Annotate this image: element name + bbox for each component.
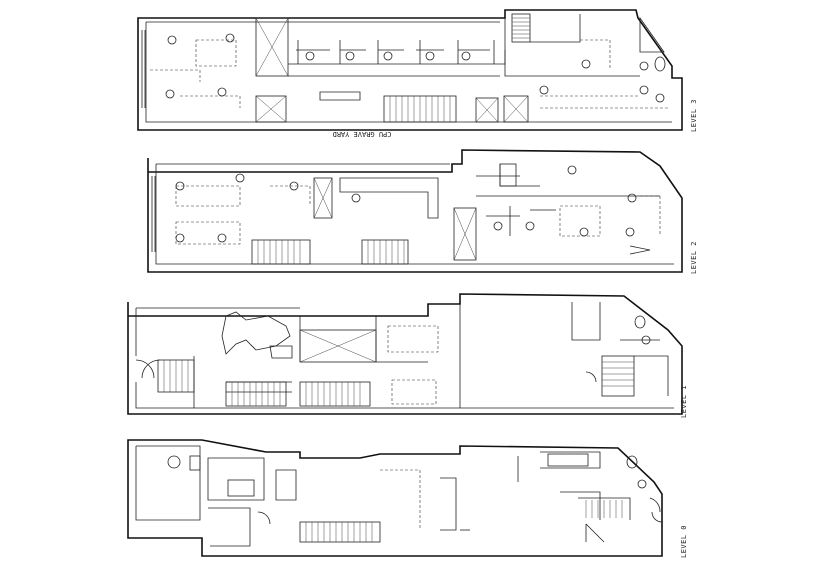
level-0-plan: LEVEL 0 xyxy=(127,439,688,558)
yard-note: CPU GRAVE YARD xyxy=(332,130,391,138)
level-3-plan: CPU GRAVE YARD LEVEL 3 xyxy=(137,9,698,138)
level-1-plan: LEVEL 1 xyxy=(127,293,688,418)
level-0-label: LEVEL 0 xyxy=(680,525,688,558)
level-1-outer-wall xyxy=(127,293,683,415)
level-1-label: LEVEL 1 xyxy=(680,385,688,418)
level-3-outer-wall xyxy=(137,9,683,131)
level-3-label: LEVEL 3 xyxy=(690,99,698,132)
level-0-outer-wall xyxy=(127,439,663,557)
level-2-outer-wall xyxy=(147,149,683,273)
level-2-label: LEVEL 2 xyxy=(690,241,698,274)
level-2-plan: LEVEL 2 xyxy=(147,149,698,274)
